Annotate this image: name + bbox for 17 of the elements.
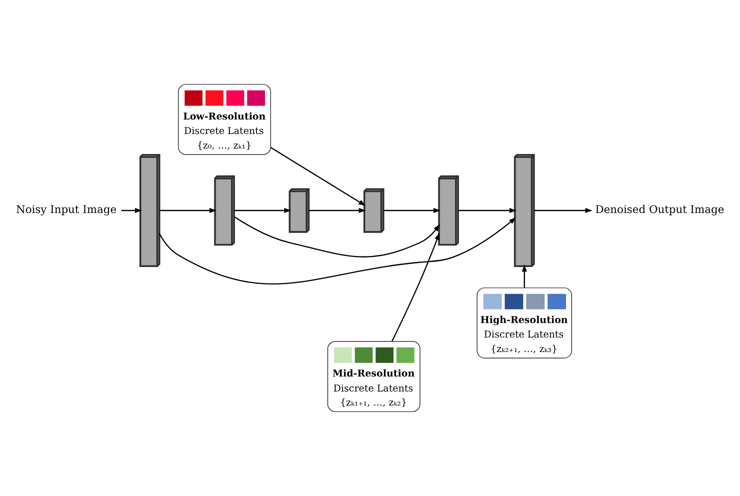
arrow xyxy=(159,208,217,214)
arrow xyxy=(391,232,440,342)
arrow xyxy=(534,208,592,214)
node-text: Denoised Output Image xyxy=(595,203,724,216)
arrow xyxy=(383,208,441,214)
arrow xyxy=(308,208,366,214)
node-box: High-Resolution Discrete Latents {zₖ₂₊₁, …, zₖ₃} xyxy=(476,288,572,358)
arrow xyxy=(458,208,517,214)
arrow xyxy=(270,147,366,206)
arrow xyxy=(121,208,142,214)
arrow xyxy=(234,208,292,214)
node-text: Noisy Input Image xyxy=(16,203,117,216)
node-box: Low-Resolution Discrete Latents {z₀, …, zₖ₁} xyxy=(178,84,271,155)
arrow xyxy=(234,216,440,258)
node-box: Mid-Resolution Discrete Latents {zₖ₁₊₁, …, zₖ₂} xyxy=(327,341,420,412)
arrow xyxy=(158,217,516,284)
arrow xyxy=(522,264,527,288)
